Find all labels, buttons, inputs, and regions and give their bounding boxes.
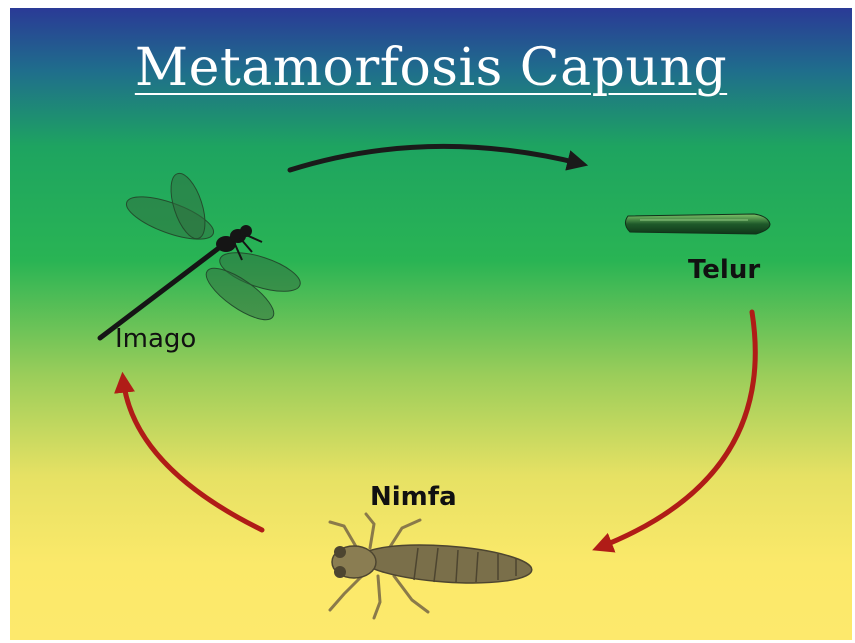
nymph-icon: [308, 514, 538, 624]
arrow-nimfa-to-imago: [123, 378, 262, 530]
stage-label-nimfa: Nimfa: [370, 482, 457, 512]
egg-icon: [616, 206, 776, 242]
arrow-telur-to-nimfa: [598, 312, 755, 548]
dragonfly-icon: [92, 186, 312, 346]
arrow-imago-to-telur: [290, 146, 582, 170]
lifecycle-slide: Metamorfosis Capung Imago: [10, 8, 852, 640]
stage-label-imago: Imago: [115, 324, 196, 354]
stage-label-telur: Telur: [688, 255, 760, 285]
